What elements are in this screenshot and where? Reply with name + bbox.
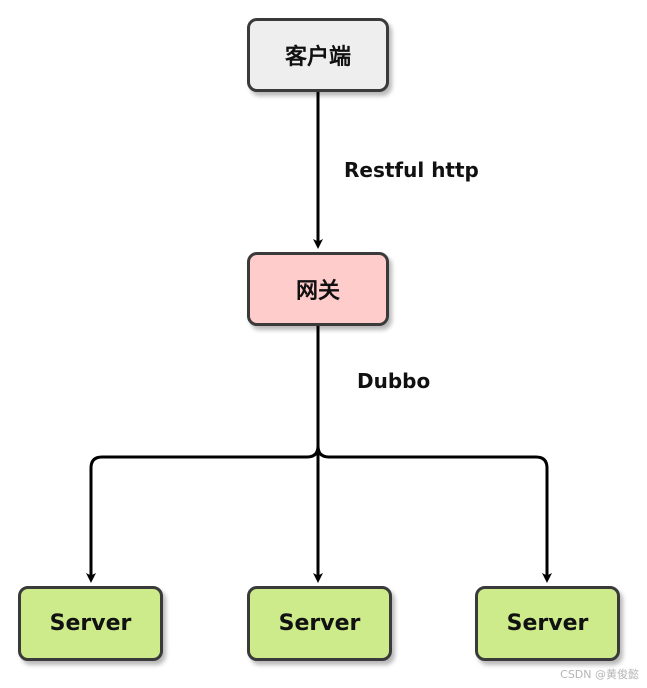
dubbo-label: Dubbo <box>357 369 431 393</box>
server-node-label: Server <box>49 611 132 636</box>
watermark: CSDN @黄俊懿 <box>560 668 639 681</box>
client-node: 客户端 <box>247 18 389 92</box>
gateway-node-label: 网关 <box>295 279 340 304</box>
restful-http-label: Restful http <box>344 158 479 182</box>
edge-gateway-to-server-3 <box>316 445 552 583</box>
server-node-2: Server <box>247 586 392 661</box>
gateway-node: 网关 <box>247 252 389 326</box>
edge-gateway-to-server-1 <box>86 445 320 583</box>
server-node-3: Server <box>475 586 620 661</box>
server-node-label: Server <box>278 611 361 636</box>
server-node-label: Server <box>506 611 589 636</box>
server-node-1: Server <box>18 586 163 661</box>
client-node-label: 客户端 <box>284 45 351 70</box>
